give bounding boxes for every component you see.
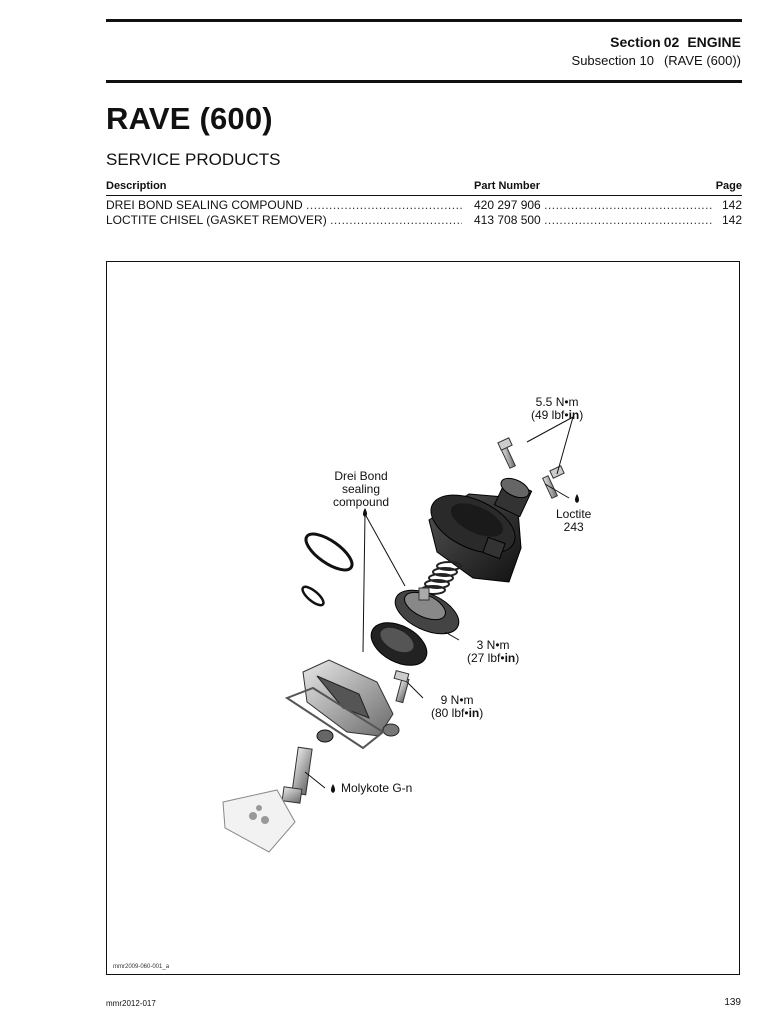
leader-dots: ........................................…: [306, 198, 462, 212]
header-bottom-rule: [106, 80, 742, 83]
callout-loctite: Loctite 243: [556, 507, 592, 534]
section-number: 02: [663, 34, 680, 50]
leader-dots: ........................................…: [544, 198, 720, 212]
column-page: Page: [712, 180, 742, 192]
service-products-heading: SERVICE PRODUCTS: [106, 150, 281, 169]
lower-gasket: [284, 686, 385, 750]
figure-id: mmr2009-060-001_a: [113, 964, 170, 970]
footer-code: mmr2012-017: [106, 999, 156, 1008]
exploded-view-figure: 5.5 N•m (49 lbf•in) Drei Bond sealing co…: [106, 261, 740, 975]
page-ref: 142: [712, 198, 742, 212]
leader-dots: ........................................…: [544, 213, 720, 227]
cover-cylinder: [493, 477, 533, 518]
o-ring-small: [301, 585, 325, 607]
callout-torque-9: 9 N•m (80 lbf•in): [431, 693, 484, 720]
leader-dots: ........................................…: [330, 213, 462, 227]
drop-icon: [331, 784, 335, 793]
valve-body: [302, 659, 400, 737]
table-header-rule: [106, 195, 742, 196]
part-number: 420 297 906: [474, 198, 541, 212]
product-description: LOCTITE CHISEL (GASKET REMOVER): [106, 213, 327, 227]
cover-screw-left: [497, 437, 517, 469]
drop-icon: [363, 508, 367, 517]
valve-shaft: [281, 746, 313, 804]
table-header: Description Part Number Page: [106, 180, 742, 194]
rave-cover: [428, 493, 522, 583]
callout-molykote: Molykote G-n: [341, 781, 413, 795]
subsection-name: (RAVE (600)): [663, 53, 741, 68]
valve-body-screw: [393, 669, 410, 704]
page-ref: 142: [712, 213, 742, 227]
section-label: Section: [610, 34, 661, 50]
o-ring-large: [304, 532, 354, 572]
bushing: [316, 729, 334, 743]
product-description: DREI BOND SEALING COMPOUND: [106, 198, 303, 212]
diaphragm-piston: [394, 587, 460, 635]
part-number: 413 708 500: [474, 213, 541, 227]
page-number: 139: [724, 997, 741, 1008]
valve-blade: [222, 789, 296, 853]
drop-icon: [575, 494, 579, 503]
column-description: Description: [106, 180, 167, 192]
table-row: DREI BOND SEALING COMPOUND .............…: [106, 198, 742, 214]
subsection-header: Subsection 10 (RAVE (600)): [572, 53, 741, 68]
page-title: RAVE (600): [106, 101, 273, 136]
header-top-rule: [106, 19, 742, 22]
gasket: [370, 622, 428, 666]
subsection-label: Subsection 10: [571, 53, 654, 68]
section-name: ENGINE: [687, 34, 741, 50]
callout-torque-3: 3 N•m (27 lbf•in): [467, 638, 520, 665]
column-part-number: Part Number: [474, 180, 541, 192]
leader-lines: [304, 416, 574, 789]
spring: [420, 561, 462, 595]
callout-drei-bond: Drei Bond sealing compound: [333, 469, 390, 509]
table-row: LOCTITE CHISEL (GASKET REMOVER) ........…: [106, 213, 742, 229]
exploded-view-illustration: [222, 416, 579, 853]
callout-torque-5-5: 5.5 N•m (49 lbf•in): [531, 395, 584, 422]
